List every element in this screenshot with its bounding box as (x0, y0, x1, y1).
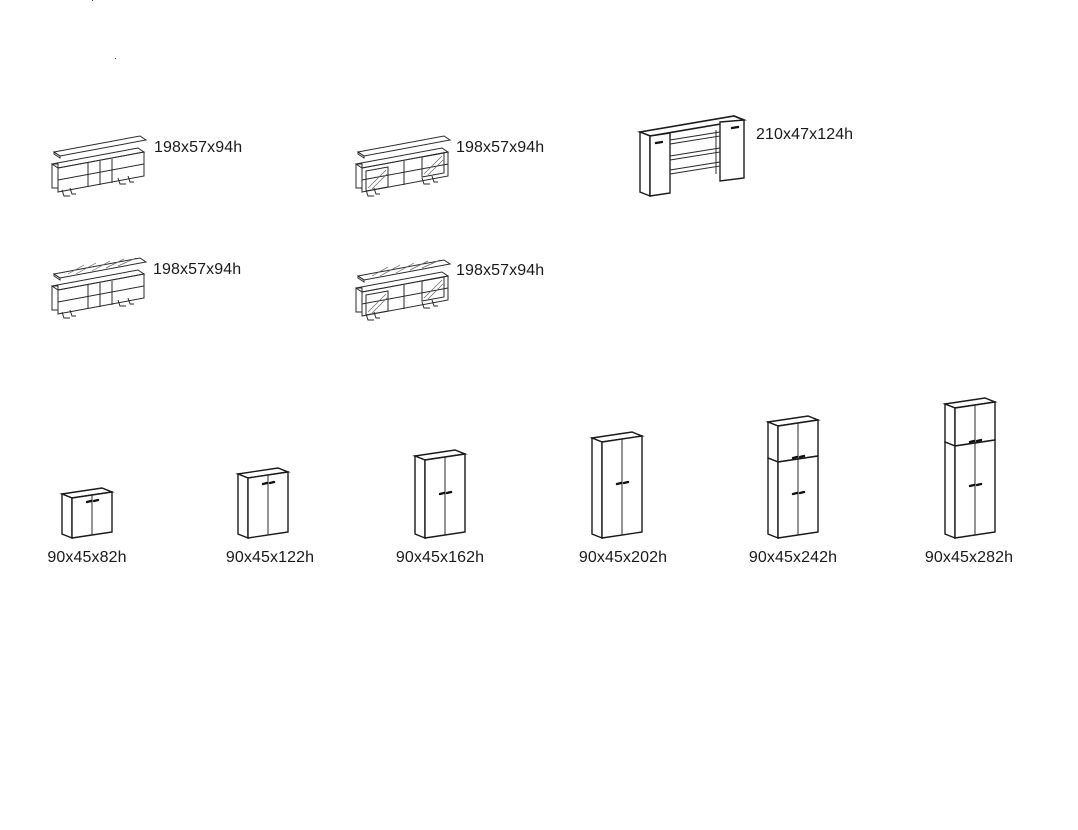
wardrobe-dimensions: 90x45x162h (395, 549, 485, 566)
wardrobe-dimensions: 90x45x242h (748, 549, 838, 566)
sideboard-drawing (50, 135, 148, 197)
wardrobe-dimensions: 90x45x82h (47, 549, 127, 566)
sideboard-drawing (354, 259, 452, 321)
wardrobe-drawing (235, 467, 291, 540)
sideboard-dimensions: 198x57x94h (456, 139, 545, 156)
wall-unit-dimensions: 210x47x124h (756, 126, 854, 143)
stray-mark (92, 0, 93, 1)
wardrobe-drawing (765, 415, 821, 540)
sideboard-dimensions: 198x57x94h (153, 261, 242, 278)
wardrobe-dimensions: 90x45x202h (578, 549, 668, 566)
wardrobe-drawing (59, 487, 115, 540)
sideboard-drawing (354, 135, 452, 197)
sideboard-drawing (50, 257, 148, 319)
wall-unit-drawing (637, 115, 747, 198)
wardrobe-drawing (589, 431, 645, 540)
wardrobe-drawing (412, 449, 468, 540)
wardrobe-drawing (942, 397, 998, 540)
sideboard-dimensions: 198x57x94h (456, 262, 545, 279)
sideboard-dimensions: 198x57x94h (154, 139, 243, 156)
wardrobe-dimensions: 90x45x282h (924, 549, 1014, 566)
wardrobe-dimensions: 90x45x122h (225, 549, 315, 566)
stray-mark (115, 58, 116, 59)
